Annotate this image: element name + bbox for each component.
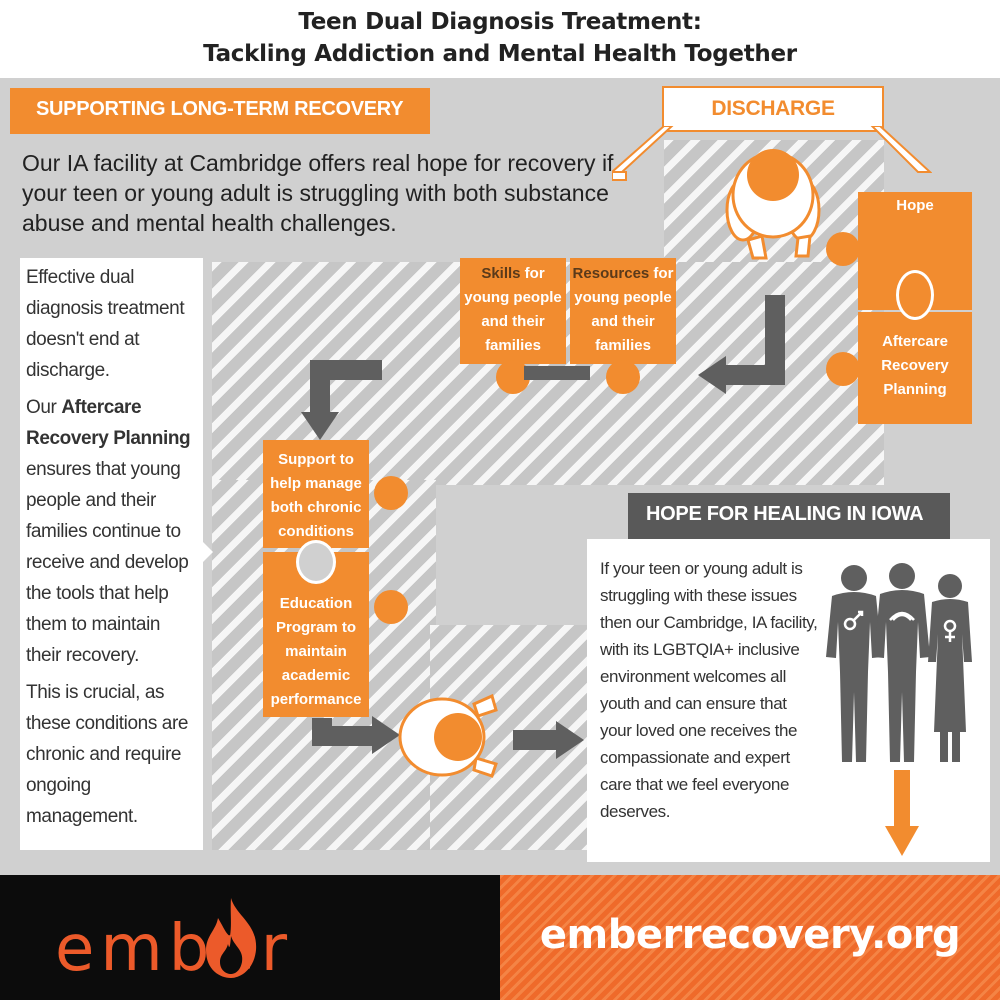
arrow-icon — [372, 716, 400, 754]
puzzle-support-knob — [374, 476, 408, 510]
puzzle-education-knob — [374, 590, 408, 624]
people-group-icon — [826, 563, 972, 762]
left-text-p1: Effective dual diagnosis treatment doesn… — [26, 267, 185, 381]
orange-arrow-bar — [894, 770, 910, 828]
left-text: Effective dual diagnosis treatment doesn… — [26, 262, 198, 838]
arrow-icon — [885, 826, 919, 856]
person-topdown-icon — [398, 693, 498, 778]
puzzle-aftercare-label: Aftercare Recovery Planning — [881, 333, 949, 398]
puzzle-aftercare-knob — [826, 352, 860, 386]
intro-text: Our IA facility at Cambridge offers real… — [22, 150, 614, 236]
puzzle-hope-label: Hope — [896, 197, 934, 214]
puzzle-resources: Resources for young people and their fam… — [570, 258, 676, 364]
discharge-box: DISCHARGE — [662, 86, 884, 132]
puzzle-connector — [524, 366, 590, 380]
footer-right — [500, 875, 1000, 1000]
puzzle-resources-highlight: Resources — [572, 265, 650, 282]
section-supporting: SUPPORTING LONG-TERM RECOVERY — [10, 88, 430, 134]
section-hope-healing: HOPE FOR HEALING IN IOWA — [628, 493, 950, 539]
title-line-1: Teen Dual Diagnosis Treatment: — [298, 9, 702, 35]
discharge-label: DISCHARGE — [711, 97, 835, 120]
arrow-segment — [513, 730, 558, 750]
person-topdown-icon — [725, 149, 821, 260]
section-hope-healing-label: HOPE FOR HEALING IN IOWA — [646, 503, 924, 525]
arrow-icon — [698, 356, 726, 394]
puzzle-resources-knob — [606, 360, 640, 394]
puzzle-skills: Skills for young people and their famili… — [460, 258, 566, 364]
puzzle-support: Support to help manage both chronic cond… — [263, 440, 369, 548]
arrow-icon — [301, 412, 339, 440]
puzzle-education-label: Education Program to maintain academic p… — [270, 595, 362, 708]
flame-icon — [206, 898, 257, 978]
section-supporting-label: SUPPORTING LONG-TERM RECOVERY — [36, 98, 404, 120]
left-text-p2-prefix: Our — [26, 397, 62, 418]
puzzle-support-label: Support to help manage both chronic cond… — [270, 451, 362, 540]
footer-url[interactable]: emberrecovery.org — [539, 912, 961, 958]
arrow-segment — [312, 726, 374, 746]
arrow-segment — [725, 365, 785, 385]
puzzle-resources-label: for young people and their families — [574, 265, 674, 354]
arrow-icon — [556, 721, 584, 759]
title-line-2: Tackling Addiction and Mental Health Tog… — [203, 41, 797, 67]
puzzle-aftercare-notch — [896, 270, 934, 320]
left-text-p3: This is crucial, as these conditions are… — [26, 682, 189, 827]
door-frame-icon — [612, 126, 932, 181]
puzzle-hope-knob — [826, 232, 860, 266]
hope-text: If your teen or young adult is strugglin… — [600, 559, 818, 821]
puzzle-skills-label: for young people and their families — [464, 265, 562, 354]
panel-pointer — [201, 540, 213, 564]
arrow-segment — [765, 295, 785, 385]
hope-text-panel — [587, 539, 990, 862]
puzzle-education-notch — [296, 540, 336, 584]
arrow-segment — [310, 360, 330, 415]
left-text-p2: Our Aftercare Recovery Planning ensures … — [26, 392, 198, 671]
puzzle-aftercare: Aftercare Recovery Planning — [858, 312, 972, 424]
title-band: Teen Dual Diagnosis Treatment: Tackling … — [0, 0, 1000, 78]
left-text-panel — [20, 258, 203, 850]
left-text-p2-suffix: ensures that young people and their fami… — [26, 459, 189, 666]
puzzle-skills-highlight: Skills — [481, 265, 521, 282]
left-text-p2-bold: Aftercare Recovery Planning — [26, 397, 191, 449]
